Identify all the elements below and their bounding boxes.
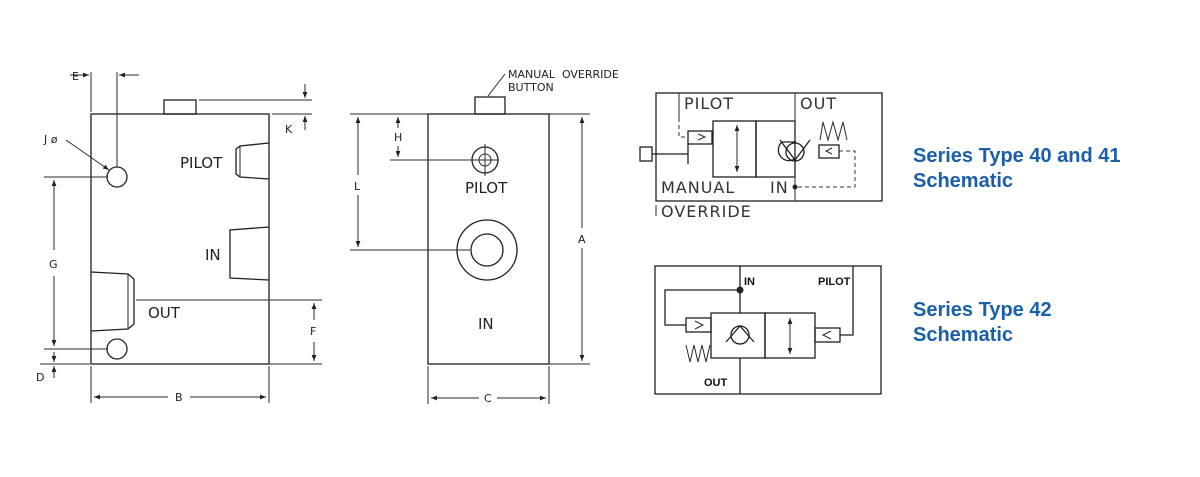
dim-label-d: D [36, 371, 44, 384]
series-40-41-heading-line1: Series Type 40 and 41 [913, 145, 1121, 167]
dim-label-a: A [578, 233, 586, 246]
series-42-heading-line2: Schematic [913, 324, 1014, 346]
dim-label-j: J ø [43, 133, 58, 146]
side-view-in-label: IN [205, 246, 221, 264]
side-view: E J ø K G D F B PILOT IN OUT [36, 70, 322, 404]
schematic-40-41-manual-label: MANUAL [661, 178, 735, 197]
dim-label-c: C [484, 392, 492, 405]
dim-label-g: G [49, 258, 58, 271]
schematic-40-41-pilot-label: PILOT [684, 94, 734, 113]
manual-override-callout-line1: MANUAL OVERRIDE [508, 68, 619, 81]
side-view-body [90, 113, 270, 365]
schematic-40-41-in-label: IN [770, 178, 789, 197]
side-view-out-port [90, 271, 135, 332]
side-view-upper-hole [106, 166, 128, 188]
series-42-heading-line1: Series Type 42 [913, 299, 1052, 321]
side-view-in-port [229, 226, 270, 281]
dim-label-l: L [354, 180, 361, 193]
manual-override-button [474, 96, 506, 115]
side-view-pilot-label: PILOT [180, 154, 223, 172]
schematic-40-41: PILOT OUT MANUAL IN OVERRIDE [639, 92, 883, 221]
front-view: MANUAL OVERRIDE BUTTON H L A C PILOT IN [350, 68, 619, 405]
dim-label-f: F [310, 325, 316, 338]
dim-label-k: K [285, 123, 293, 136]
schematic-42-frame [654, 265, 882, 395]
schematic-42-pilot-label: PILOT [818, 276, 851, 288]
side-view-out-label: OUT [148, 304, 181, 322]
manual-override-callout-line2: BUTTON [508, 81, 554, 94]
dim-label-b: B [175, 391, 183, 404]
schematic-40-41-override-label: OVERRIDE [661, 202, 752, 221]
front-view-pilot-label: PILOT [465, 179, 508, 197]
series-40-41-heading: Series Type 40 and 41 Schematic [913, 144, 1121, 194]
side-view-lower-hole [106, 338, 128, 360]
schematic-40-41-out-label: OUT [800, 94, 837, 113]
series-42-heading: Series Type 42 Schematic [913, 298, 1052, 348]
series-40-41-heading-line2: Schematic [913, 170, 1014, 192]
schematic-42: IN PILOT OUT [654, 265, 882, 395]
schematic-40-41-frame [655, 92, 883, 202]
dim-label-h: H [394, 131, 402, 144]
side-view-pilot-port [235, 142, 270, 180]
side-view-top-button [163, 99, 197, 115]
dim-label-e: E [72, 70, 79, 83]
schematic-42-out-label: OUT [704, 377, 728, 389]
front-view-in-label: IN [478, 315, 494, 333]
schematic-42-in-label: IN [744, 276, 755, 288]
